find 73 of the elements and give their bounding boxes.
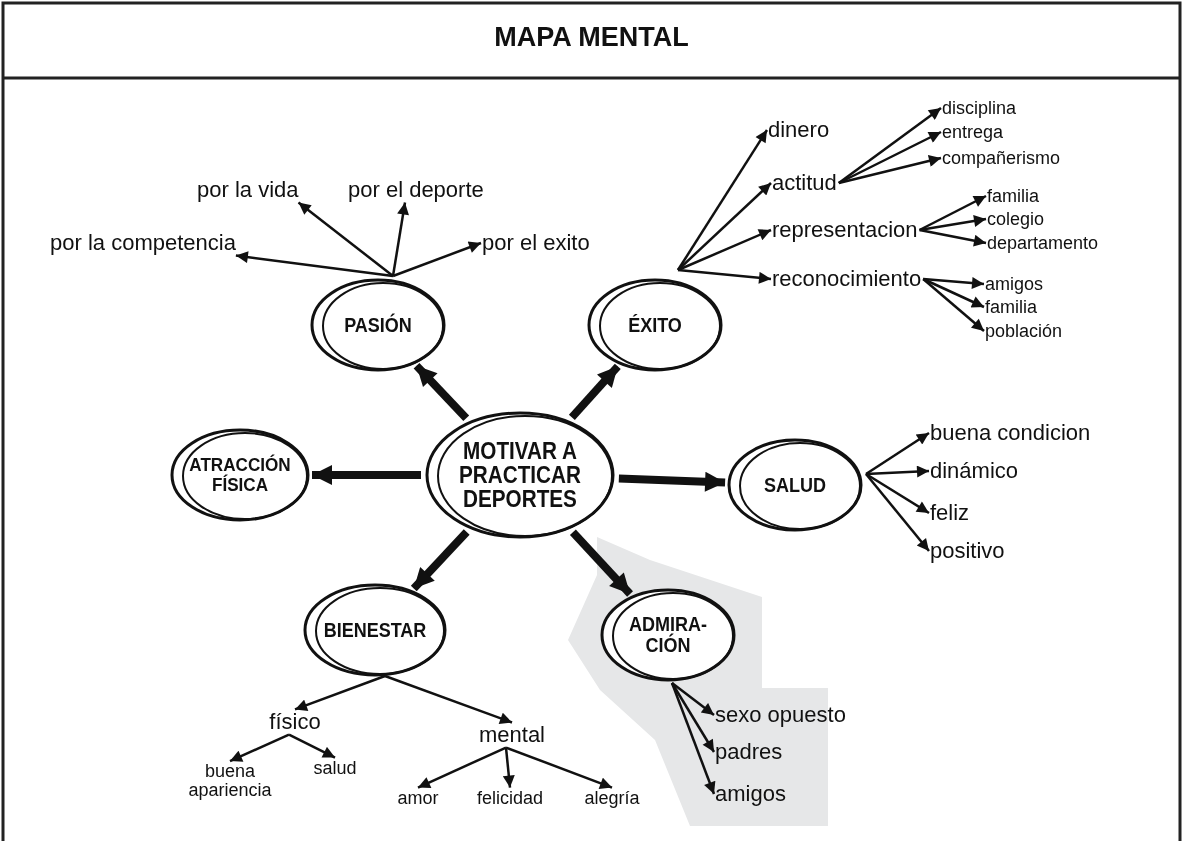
node-label: compañerismo <box>942 148 1061 168</box>
node-label: ADMIRA- CIÓN <box>628 614 708 656</box>
arrow <box>677 182 772 271</box>
node-label: amor <box>397 788 439 808</box>
node-label: ATRACCIÓN FÍSICA <box>188 455 292 495</box>
node-label: positivo <box>930 539 1005 563</box>
arrow <box>865 473 930 552</box>
node-label: salud <box>313 758 357 778</box>
arrow <box>505 746 613 789</box>
node-label: dinero <box>768 118 830 142</box>
diagram-title: MAPA MENTAL <box>493 22 690 53</box>
node-label: departamento <box>987 233 1099 253</box>
node-label: feliz <box>930 501 970 525</box>
arrow <box>294 674 386 711</box>
node-label: felicidad <box>477 788 543 808</box>
arrow <box>502 747 515 788</box>
arrow <box>838 130 942 185</box>
arrow <box>865 465 930 478</box>
arrow <box>677 228 772 272</box>
arrow <box>919 194 987 232</box>
node-label: BIENESTAR <box>322 619 428 641</box>
node-label: PASIÓN <box>343 314 413 336</box>
arrow <box>865 472 930 515</box>
arrow <box>392 241 482 278</box>
arrow <box>865 431 930 476</box>
arrow <box>922 277 985 309</box>
node-label: disciplina <box>942 98 1017 118</box>
node-label: colegio <box>987 209 1045 229</box>
node-label: población <box>985 321 1063 341</box>
arrow <box>288 733 336 759</box>
arrow <box>670 682 716 795</box>
arrow <box>922 278 985 332</box>
node-label: SALUD <box>763 474 827 496</box>
arrow <box>919 228 987 247</box>
node-label: alegría <box>584 788 640 808</box>
arrow <box>569 529 633 597</box>
arrow <box>391 202 409 277</box>
node-label: por el deporte <box>348 178 484 202</box>
arrow <box>677 268 772 284</box>
arrow <box>229 733 290 763</box>
arrow <box>838 107 942 184</box>
node-label: familia <box>985 297 1037 317</box>
node-label: entrega <box>942 122 1004 142</box>
arrow <box>923 277 985 289</box>
node-label: ÉXITO <box>627 314 683 336</box>
node-label: reconocimiento <box>772 267 922 291</box>
node-label: familia <box>987 186 1039 206</box>
arrow <box>235 251 394 278</box>
arrow <box>413 362 470 421</box>
node-label: padres <box>715 740 783 764</box>
node-label: amigos <box>985 274 1044 294</box>
node-label: por el exito <box>482 231 590 255</box>
arrow <box>671 682 715 716</box>
arrow <box>919 215 987 232</box>
node-label: físico <box>269 710 321 734</box>
arrow <box>676 129 769 271</box>
node-label: sexo opuesto <box>715 703 846 727</box>
node-label: por la competencia <box>50 231 236 255</box>
node-label: amigos <box>715 782 786 806</box>
arrow <box>410 529 470 592</box>
node-label: dinámico <box>930 459 1019 483</box>
arrow <box>384 674 513 724</box>
arrow <box>417 746 507 789</box>
node-label: por la vida <box>197 178 299 202</box>
node-label: buena condicion <box>930 421 1091 445</box>
node-label: buena apariencia <box>170 762 290 800</box>
node-label: mental <box>479 723 545 747</box>
node-label: MOTIVAR A PRACTICAR DEPORTES <box>458 438 582 512</box>
arrow <box>297 201 394 277</box>
node-label: representacion <box>772 218 918 242</box>
node-label: actitud <box>772 171 837 195</box>
arrow <box>568 363 621 421</box>
arrow <box>838 155 942 185</box>
